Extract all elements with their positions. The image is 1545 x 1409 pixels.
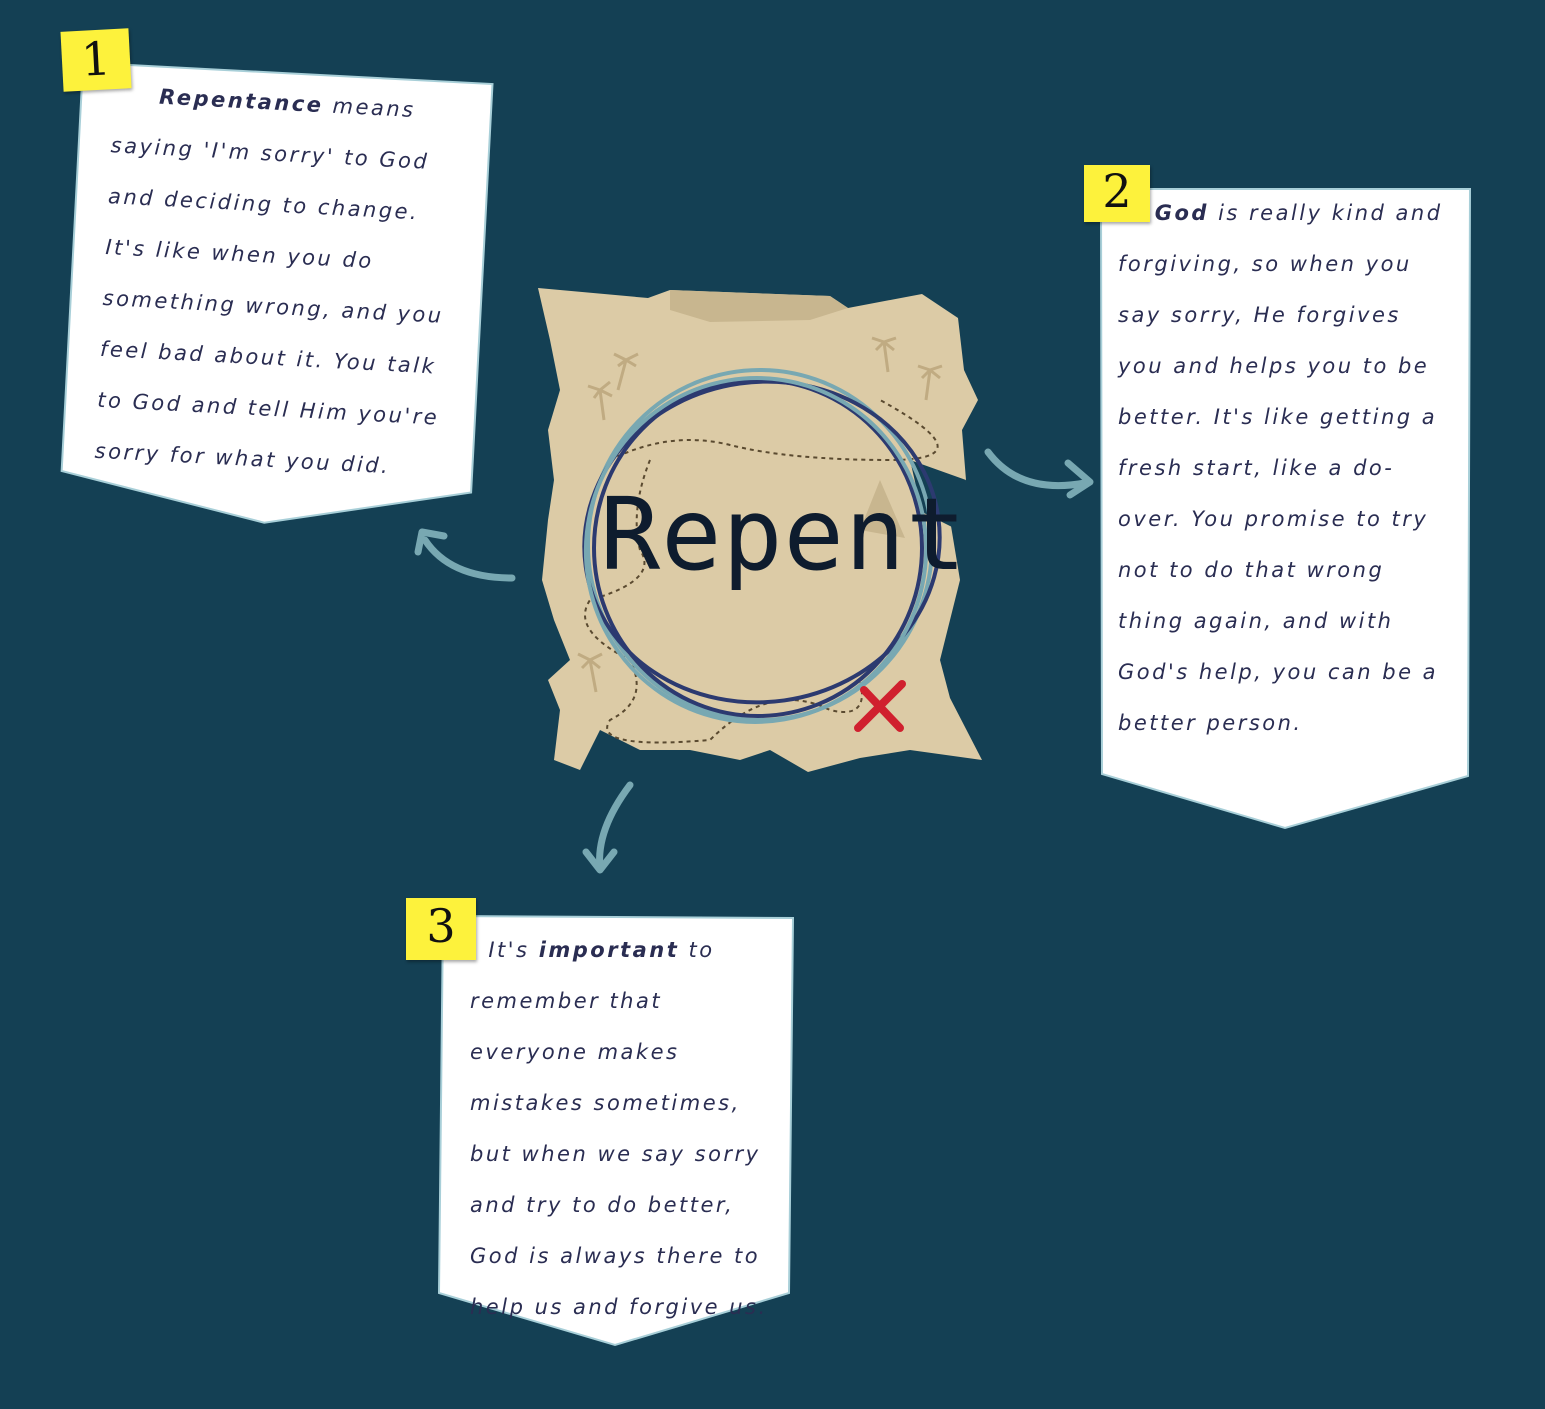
card-2-shape <box>1099 188 1472 830</box>
card-3-line-5: but when we say sorry <box>470 1142 761 1166</box>
card-1-shape <box>60 61 494 524</box>
card-2-line-3: say sorry, He forgives <box>1118 303 1401 327</box>
arrowhead-card-3 <box>582 848 618 874</box>
card-3-text: It's important to remember that everyone… <box>470 925 768 1333</box>
card-2-line-1: God is really kind and <box>1154 201 1443 225</box>
arrow-to-card-2 <box>984 448 1089 490</box>
sticky-note-3: 3 <box>406 898 476 960</box>
card-1-text: Repentance means saying 'I'm sorry' to G… <box>93 69 456 494</box>
card-3-shape <box>437 914 795 1347</box>
sticky-note-1: 1 <box>60 28 132 92</box>
card-2-line-2: forgiving, so when you <box>1118 252 1412 276</box>
card-god-forgives: God is really kind and forgiving, so whe… <box>1099 188 1472 830</box>
card-2-line-6: fresh start, like a do- <box>1118 456 1395 480</box>
sticky-note-2: 2 <box>1084 165 1150 222</box>
card-3-line-3: everyone makes <box>470 1040 680 1064</box>
card-important: It's important to remember that everyone… <box>437 914 795 1347</box>
card-repentance: Repentance means saying 'I'm sorry' to G… <box>58 61 494 535</box>
card-2-line-11: better person. <box>1118 711 1303 735</box>
map-dotted-trail <box>584 399 939 744</box>
palm-trees <box>577 336 943 693</box>
card-2-text: God is really kind and forgiving, so whe… <box>1118 188 1443 749</box>
arrowhead-card-1 <box>414 528 448 556</box>
card-2-line-7: over. You promise to try <box>1118 507 1429 531</box>
card-3-line-2: remember that <box>470 989 663 1013</box>
card-2-line-8: not to do that wrong <box>1118 558 1385 582</box>
card-2-line-5: better. It's like getting a <box>1118 405 1438 429</box>
map-fold-top <box>670 290 848 322</box>
pen-circles <box>582 368 942 724</box>
arrowhead-card-2 <box>1064 459 1094 499</box>
card-3-line-1: It's important to <box>488 938 715 962</box>
center-title: Repent <box>600 476 968 593</box>
red-cross <box>854 680 906 732</box>
card-2-line-4: you and helps you to be <box>1118 354 1430 378</box>
arrow-to-card-1 <box>421 536 516 582</box>
card-3-line-8: help us and forgive us. <box>470 1295 768 1319</box>
map-mountain <box>860 480 905 538</box>
card-2-line-10: God's help, you can be a <box>1118 660 1439 684</box>
card-2-line-9: thing again, and with <box>1118 609 1394 633</box>
card-3-line-7: God is always there to <box>470 1244 761 1268</box>
map-notch <box>910 460 966 528</box>
card-3-line-6: and try to do better, <box>470 1193 735 1217</box>
treasure-map <box>538 288 982 772</box>
card-3-line-4: mistakes sometimes, <box>470 1091 741 1115</box>
arrow-to-card-3 <box>596 781 634 872</box>
